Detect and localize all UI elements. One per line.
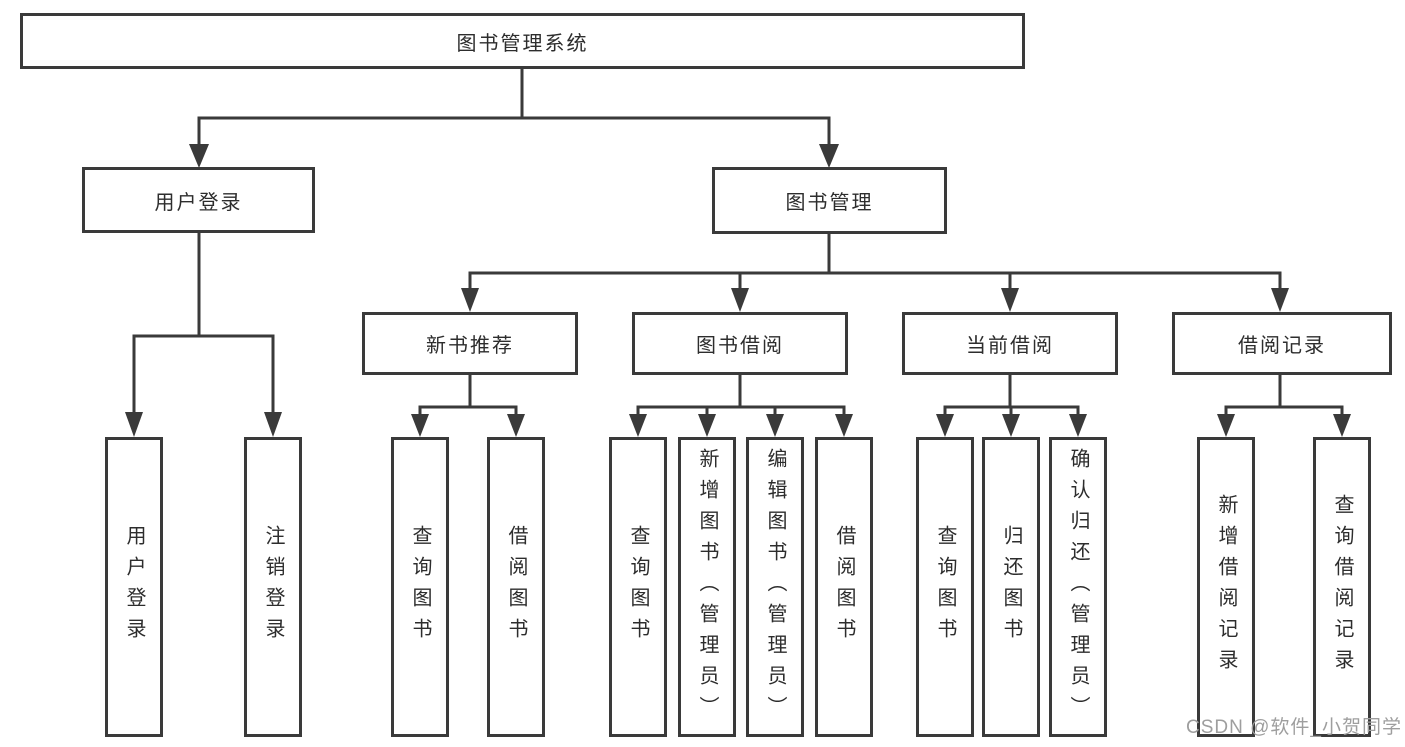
leaf-record-query: 查询借阅记录 (1313, 437, 1371, 737)
node-book-borrow: 图书借阅 (632, 312, 848, 375)
leaf-newbook-borrow: 借阅图书 (487, 437, 545, 737)
node-user-login: 用户登录 (82, 167, 315, 233)
leaf-record-query-label: 查询借阅记录 (1331, 494, 1353, 680)
node-current-borrow: 当前借阅 (902, 312, 1118, 375)
node-user-login-label: 用户登录 (154, 191, 243, 214)
node-root-label: 图书管理系统 (456, 32, 589, 55)
leaf-newbook-query: 查询图书 (391, 437, 449, 737)
leaf-user-login: 用户登录 (105, 437, 163, 737)
leaf-borrow-query: 查询图书 (609, 437, 667, 737)
leaf-borrow-borrow: 借阅图书 (815, 437, 873, 737)
leaf-record-add: 新增借阅记录 (1197, 437, 1255, 737)
leaf-borrow-edit: 编辑图书（管理员） (746, 437, 804, 737)
leaf-borrow-add-label: 新增图书（管理员） (696, 447, 718, 727)
leaf-logout: 注销登录 (244, 437, 302, 737)
leaf-user-login-label: 用户登录 (123, 525, 145, 649)
leaf-borrow-query-label: 查询图书 (627, 525, 649, 649)
node-new-book-label: 新书推荐 (426, 335, 514, 357)
leaf-borrow-edit-label: 编辑图书（管理员） (764, 447, 786, 727)
leaf-logout-label: 注销登录 (262, 525, 284, 649)
node-new-book: 新书推荐 (362, 312, 578, 375)
node-borrow-record-label: 借阅记录 (1238, 335, 1326, 357)
leaf-newbook-borrow-label: 借阅图书 (505, 525, 527, 649)
node-borrow-record: 借阅记录 (1172, 312, 1392, 375)
leaf-borrow-borrow-label: 借阅图书 (833, 525, 855, 649)
leaf-current-query-label: 查询图书 (934, 525, 956, 649)
leaf-current-return: 归还图书 (982, 437, 1040, 737)
leaf-current-return-label: 归还图书 (1000, 525, 1022, 649)
leaf-record-add-label: 新增借阅记录 (1215, 494, 1237, 680)
leaf-borrow-add: 新增图书（管理员） (678, 437, 736, 737)
node-root: 图书管理系统 (20, 13, 1025, 69)
node-book-mgmt: 图书管理 (712, 167, 947, 234)
node-current-borrow-label: 当前借阅 (966, 335, 1054, 357)
leaf-current-confirm: 确认归还（管理员） (1049, 437, 1107, 737)
leaf-current-confirm-label: 确认归还（管理员） (1067, 447, 1089, 727)
csdn-watermark: CSDN @软件_小贺同学 (1186, 717, 1402, 738)
leaf-current-query: 查询图书 (916, 437, 974, 737)
leaf-newbook-query-label: 查询图书 (409, 525, 431, 649)
node-book-mgmt-label: 图书管理 (785, 192, 874, 214)
node-book-borrow-label: 图书借阅 (696, 335, 784, 357)
